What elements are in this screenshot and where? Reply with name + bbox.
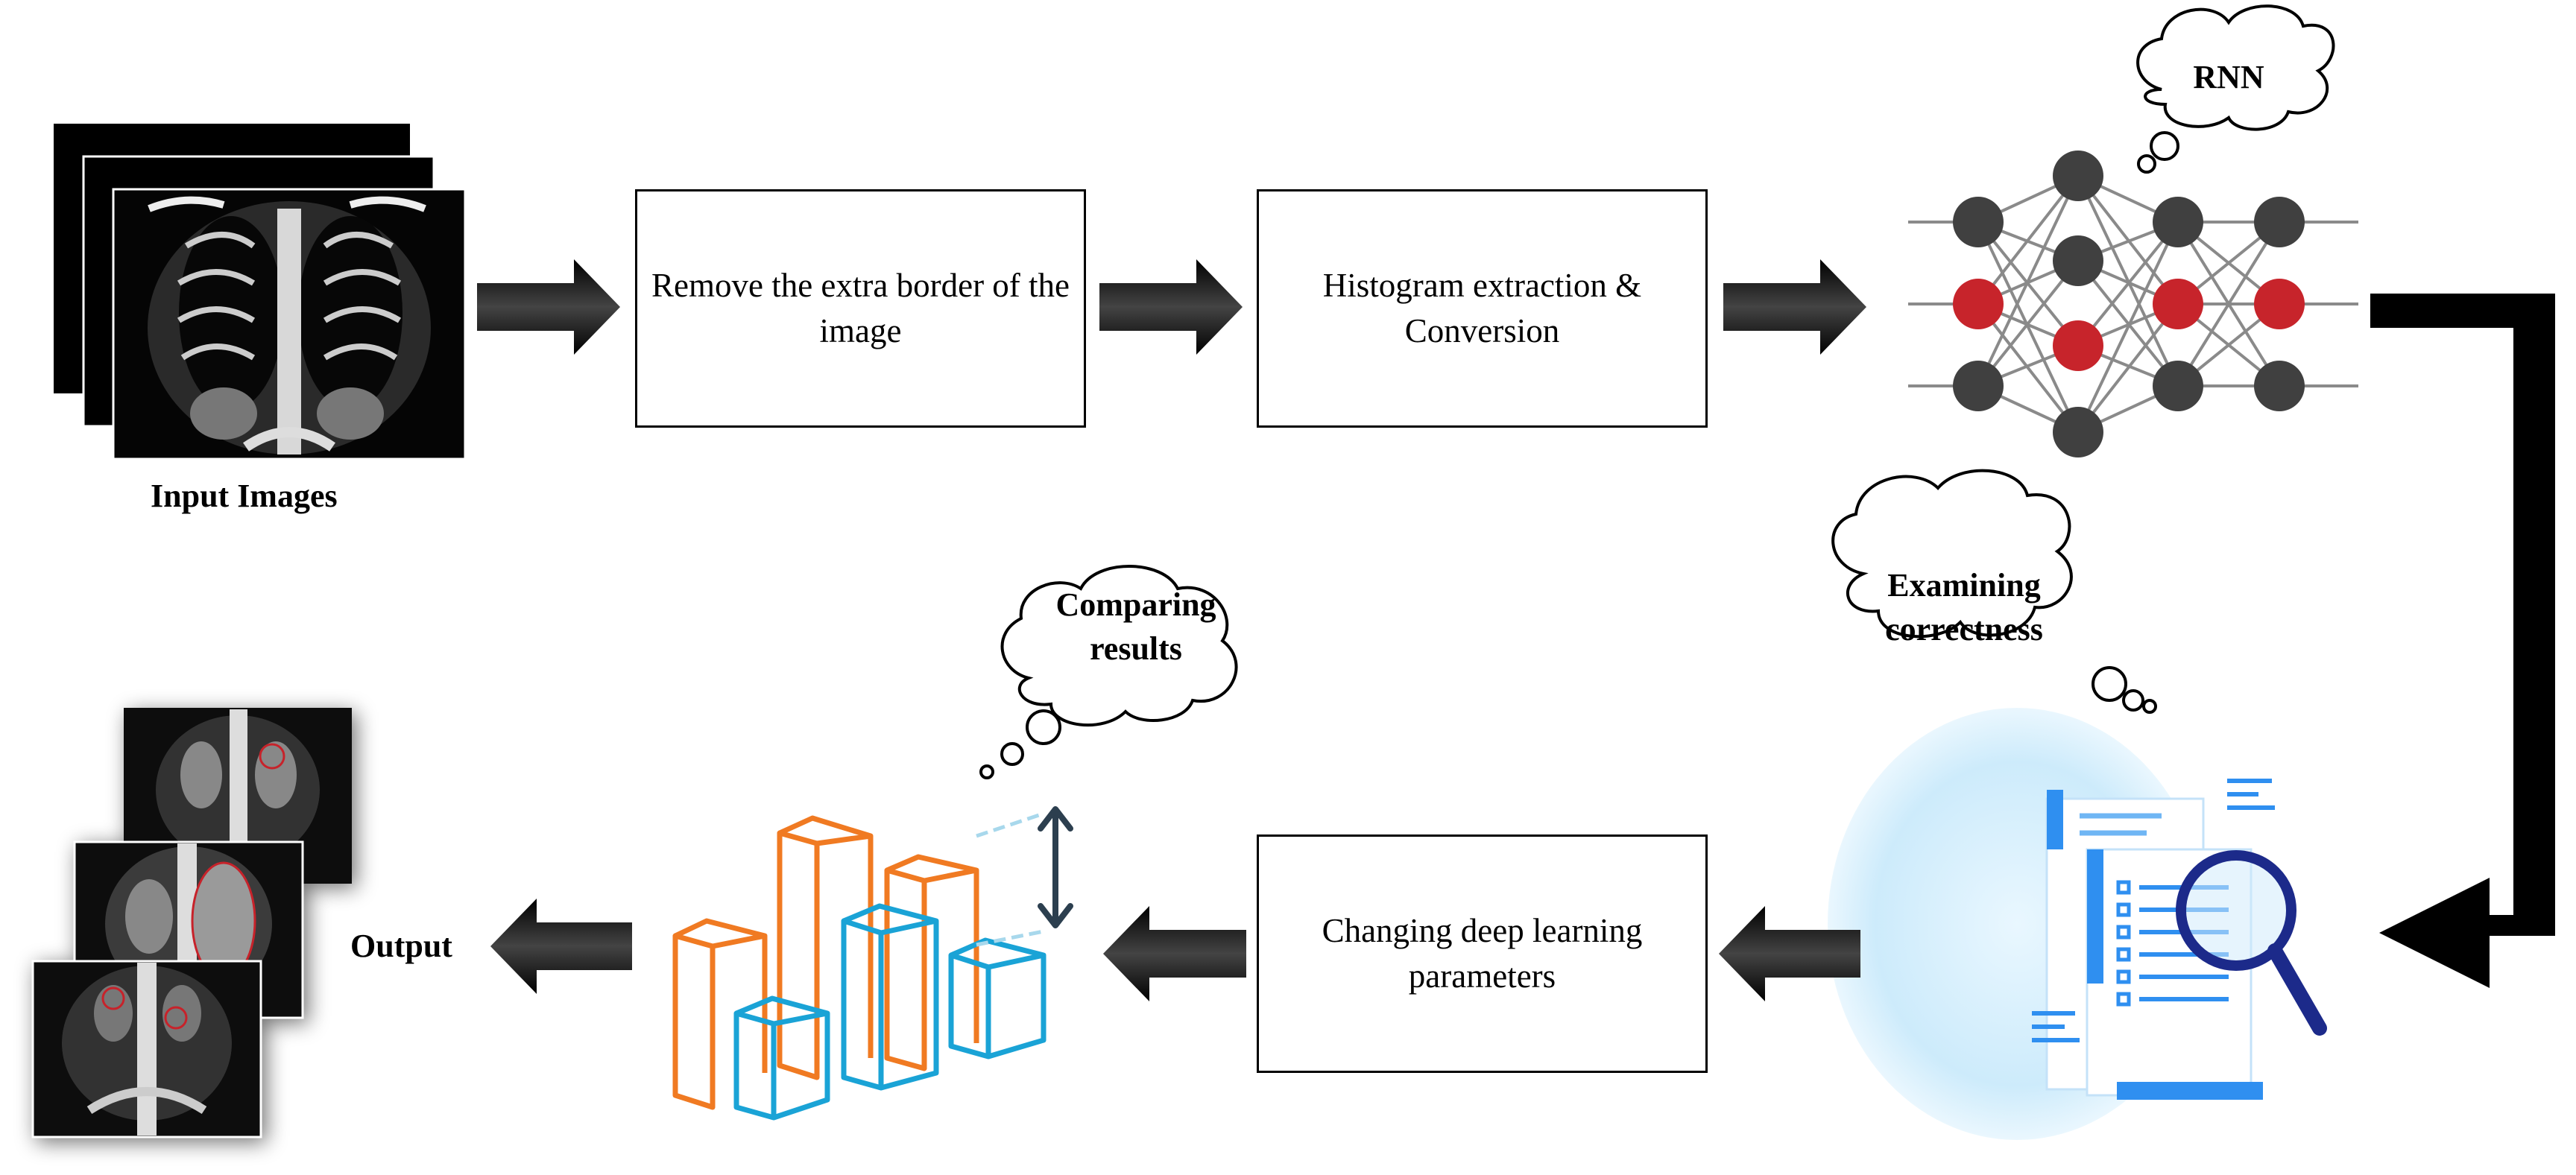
neural-network-nodes: [1953, 151, 2305, 457]
rnn-cloud-label: RNN: [2193, 59, 2264, 95]
document-search-icon: [1828, 708, 2327, 1140]
examining-thought-cloud: [1831, 469, 2157, 714]
neuron: [2053, 407, 2103, 457]
examining-cloud-label: Examining correctness: [1863, 563, 2065, 652]
neuron-active: [1953, 279, 2004, 329]
arrow-examine-to-changing: [1719, 906, 1860, 1001]
neuron-active: [2053, 320, 2103, 371]
arrow-rnn-to-examine: [2370, 294, 2555, 988]
comparing-thought-cloud: [979, 565, 1238, 779]
changing-params-step-label: Changing deep learning parameters: [1322, 912, 1643, 995]
remove-border-step-label: Remove the extra border of the image: [651, 267, 1070, 349]
comparing-cloud-line-1: Comparing: [1055, 586, 1216, 623]
neuron: [2153, 197, 2203, 247]
comparing-cloud-line-2: results: [1090, 630, 1182, 668]
neuron: [2053, 235, 2103, 286]
rnn-thought-cloud: [2136, 4, 2335, 174]
neuron: [1953, 197, 2004, 247]
changing-params-step: Changing deep learning parameters: [1257, 834, 1708, 1073]
magnifier-icon: [2176, 850, 2296, 971]
examining-cloud-line-2: correctness: [1885, 611, 2043, 648]
histogram-step-label: Histogram extraction & Conversion: [1322, 267, 1642, 349]
output-label: Output: [350, 928, 452, 964]
neuron-active: [2153, 279, 2203, 329]
input-ct-scan: [148, 196, 431, 455]
arrow-histogram-to-rnn: [1723, 259, 1866, 355]
neuron: [2153, 361, 2203, 411]
output-ct-stack-image: [31, 708, 352, 1138]
neuron-active: [2254, 279, 2305, 329]
arrow-remove-to-histogram: [1099, 259, 1243, 355]
neuron: [1953, 361, 2004, 411]
neuron: [2254, 361, 2305, 411]
arrow-changing-to-chart: [1103, 906, 1246, 1001]
histogram-step: Histogram extraction & Conversion: [1257, 189, 1708, 428]
output-ct-scan-front: [31, 960, 262, 1138]
neuron: [2254, 197, 2305, 247]
remove-border-step: Remove the extra border of the image: [635, 189, 1086, 428]
examining-cloud-line-1: Examining: [1887, 567, 2041, 604]
arrow-chart-to-output: [490, 899, 632, 994]
input-ct-stack-image: [54, 124, 467, 460]
bar-chart-3d-icon: [672, 806, 1073, 1121]
input-images-label: Input Images: [151, 478, 338, 514]
comparing-cloud-label: Comparing results: [1039, 583, 1233, 671]
arrow-input-to-remove: [477, 259, 620, 355]
neuron: [2053, 151, 2103, 201]
